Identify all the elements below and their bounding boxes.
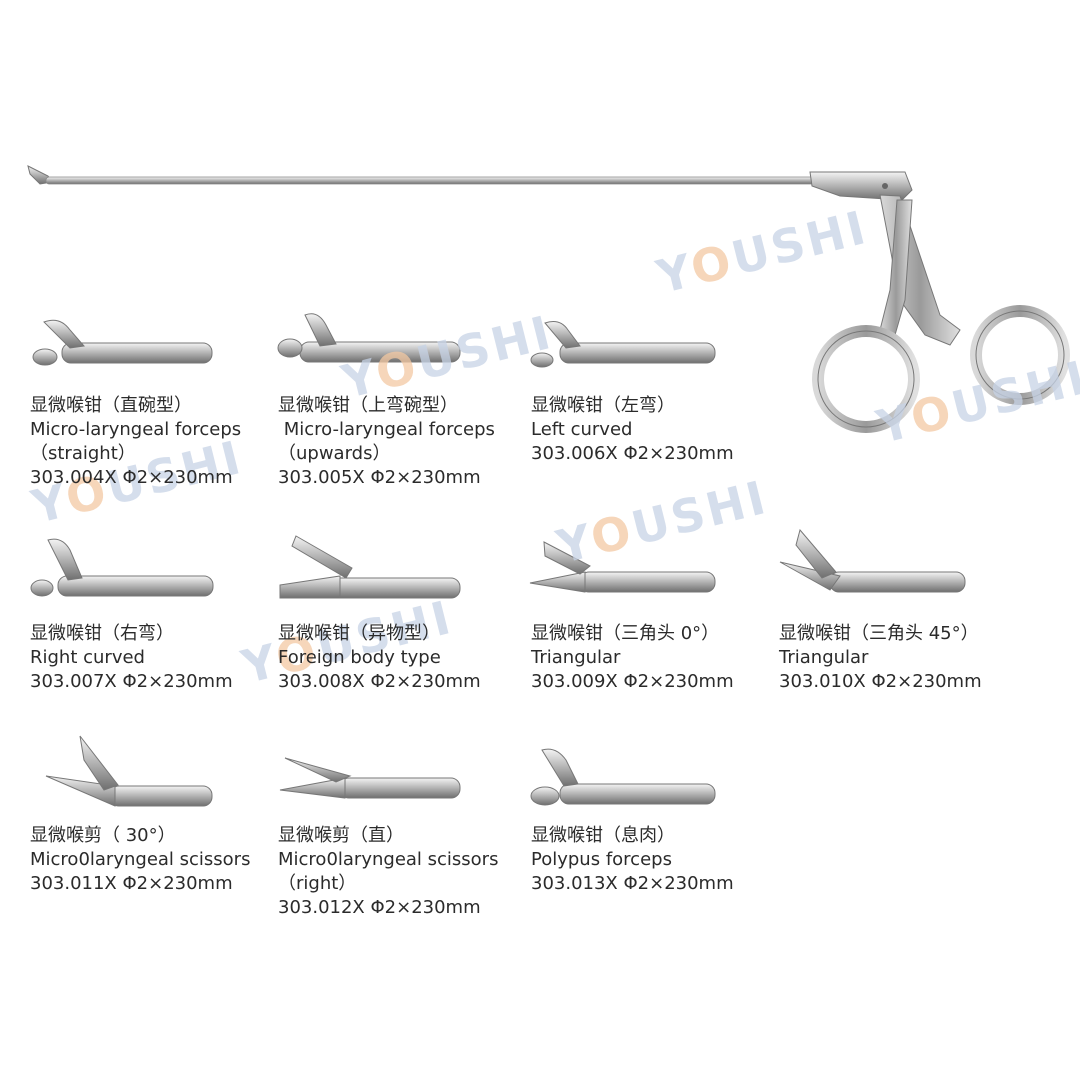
product-caption: 显微喉钳（直碗型） Micro-laryngeal forceps （strai… — [30, 394, 241, 490]
product-spec: 303.007X Φ2×230mm — [30, 671, 233, 692]
product-name-en: Triangular — [779, 647, 869, 668]
product-name-cn: 显微喉钳（三角头 45°） — [779, 623, 979, 644]
product-caption: 显微喉钳（三角头 0°） Triangular 303.009X Φ2×230m… — [531, 622, 734, 694]
product-spec: 303.005X Φ2×230mm — [278, 467, 481, 488]
product-name-en: Micro0laryngeal scissors — [30, 849, 251, 870]
product-caption: 显微喉钳（右弯） Right curved 303.007X Φ2×230mm — [30, 622, 233, 694]
product-name-cn: 显微喉钳（异物型） — [278, 623, 440, 644]
foreign-body-forceps-icon — [279, 535, 461, 599]
triangular-45-forceps-icon — [779, 528, 966, 593]
scissors-30-icon — [45, 735, 213, 807]
product-spec: 303.011X Φ2×230mm — [30, 873, 233, 894]
product-name-en: Polypus forceps — [531, 849, 672, 870]
right-curved-forceps-icon — [30, 538, 214, 597]
product-name-cn: 显微喉剪（直） — [278, 825, 404, 846]
product-spec: 303.010X Φ2×230mm — [779, 671, 982, 692]
product-name-en: Micro-laryngeal forceps — [278, 419, 495, 440]
product-name-en: Micro0laryngeal scissors — [278, 849, 499, 870]
product-name-cn: 显微喉钳（右弯） — [30, 623, 174, 644]
product-name-cn: 显微喉钳（上弯碗型） — [278, 395, 458, 416]
triangular-0-forceps-icon — [529, 541, 716, 593]
product-name-en: Left curved — [531, 419, 633, 440]
product-caption: 显微喉钳（上弯碗型） Micro-laryngeal forceps （upwa… — [278, 394, 495, 490]
product-name-en-2: （upwards） — [278, 443, 391, 464]
product-spec: 303.008X Φ2×230mm — [278, 671, 481, 692]
product-name-en-2: （right） — [278, 873, 357, 894]
product-name-en: Right curved — [30, 647, 145, 668]
product-spec: 303.006X Φ2×230mm — [531, 443, 734, 464]
scissors-straight-icon — [279, 757, 461, 799]
main-instrument-icon — [27, 165, 1070, 433]
product-spec: 303.012X Φ2×230mm — [278, 897, 481, 918]
polypus-forceps-icon — [530, 748, 716, 806]
product-name-en: Micro-laryngeal forceps — [30, 419, 242, 440]
product-name-en: Foreign body type — [278, 647, 441, 668]
product-caption: 显微喉钳（三角头 45°） Triangular 303.010X Φ2×230… — [779, 622, 982, 694]
product-name-en-2: （straight） — [30, 443, 136, 464]
product-name-en: Triangular — [531, 647, 621, 668]
product-spec: 303.013X Φ2×230mm — [531, 873, 734, 894]
product-caption: 显微喉钳（异物型） Foreign body type 303.008X Φ2×… — [278, 622, 481, 694]
product-caption: 显微喉剪（ 30°） Micro0laryngeal scissors 303.… — [30, 824, 250, 896]
product-caption: 显微喉钳（息肉） Polypus forceps 303.013X Φ2×230… — [531, 824, 734, 896]
product-name-cn: 显微喉钳（息肉） — [531, 825, 675, 846]
left-curved-forceps-icon — [530, 321, 716, 368]
straight-cup-forceps-icon — [32, 319, 213, 366]
product-name-cn: 显微喉钳（直碗型） — [30, 395, 192, 416]
upward-cup-forceps-icon — [277, 313, 461, 363]
product-name-cn: 显微喉钳（左弯） — [531, 395, 675, 416]
product-caption: 显微喉钳（左弯） Left curved 303.006X Φ2×230mm — [531, 394, 734, 466]
product-name-cn: 显微喉钳（三角头 0°） — [531, 623, 720, 644]
product-spec: 303.009X Φ2×230mm — [531, 671, 734, 692]
product-name-cn: 显微喉剪（ 30°） — [30, 825, 176, 846]
product-caption: 显微喉剪（直） Micro0laryngeal scissors （right）… — [278, 824, 498, 920]
product-spec: 303.004X Φ2×230mm — [30, 467, 233, 488]
